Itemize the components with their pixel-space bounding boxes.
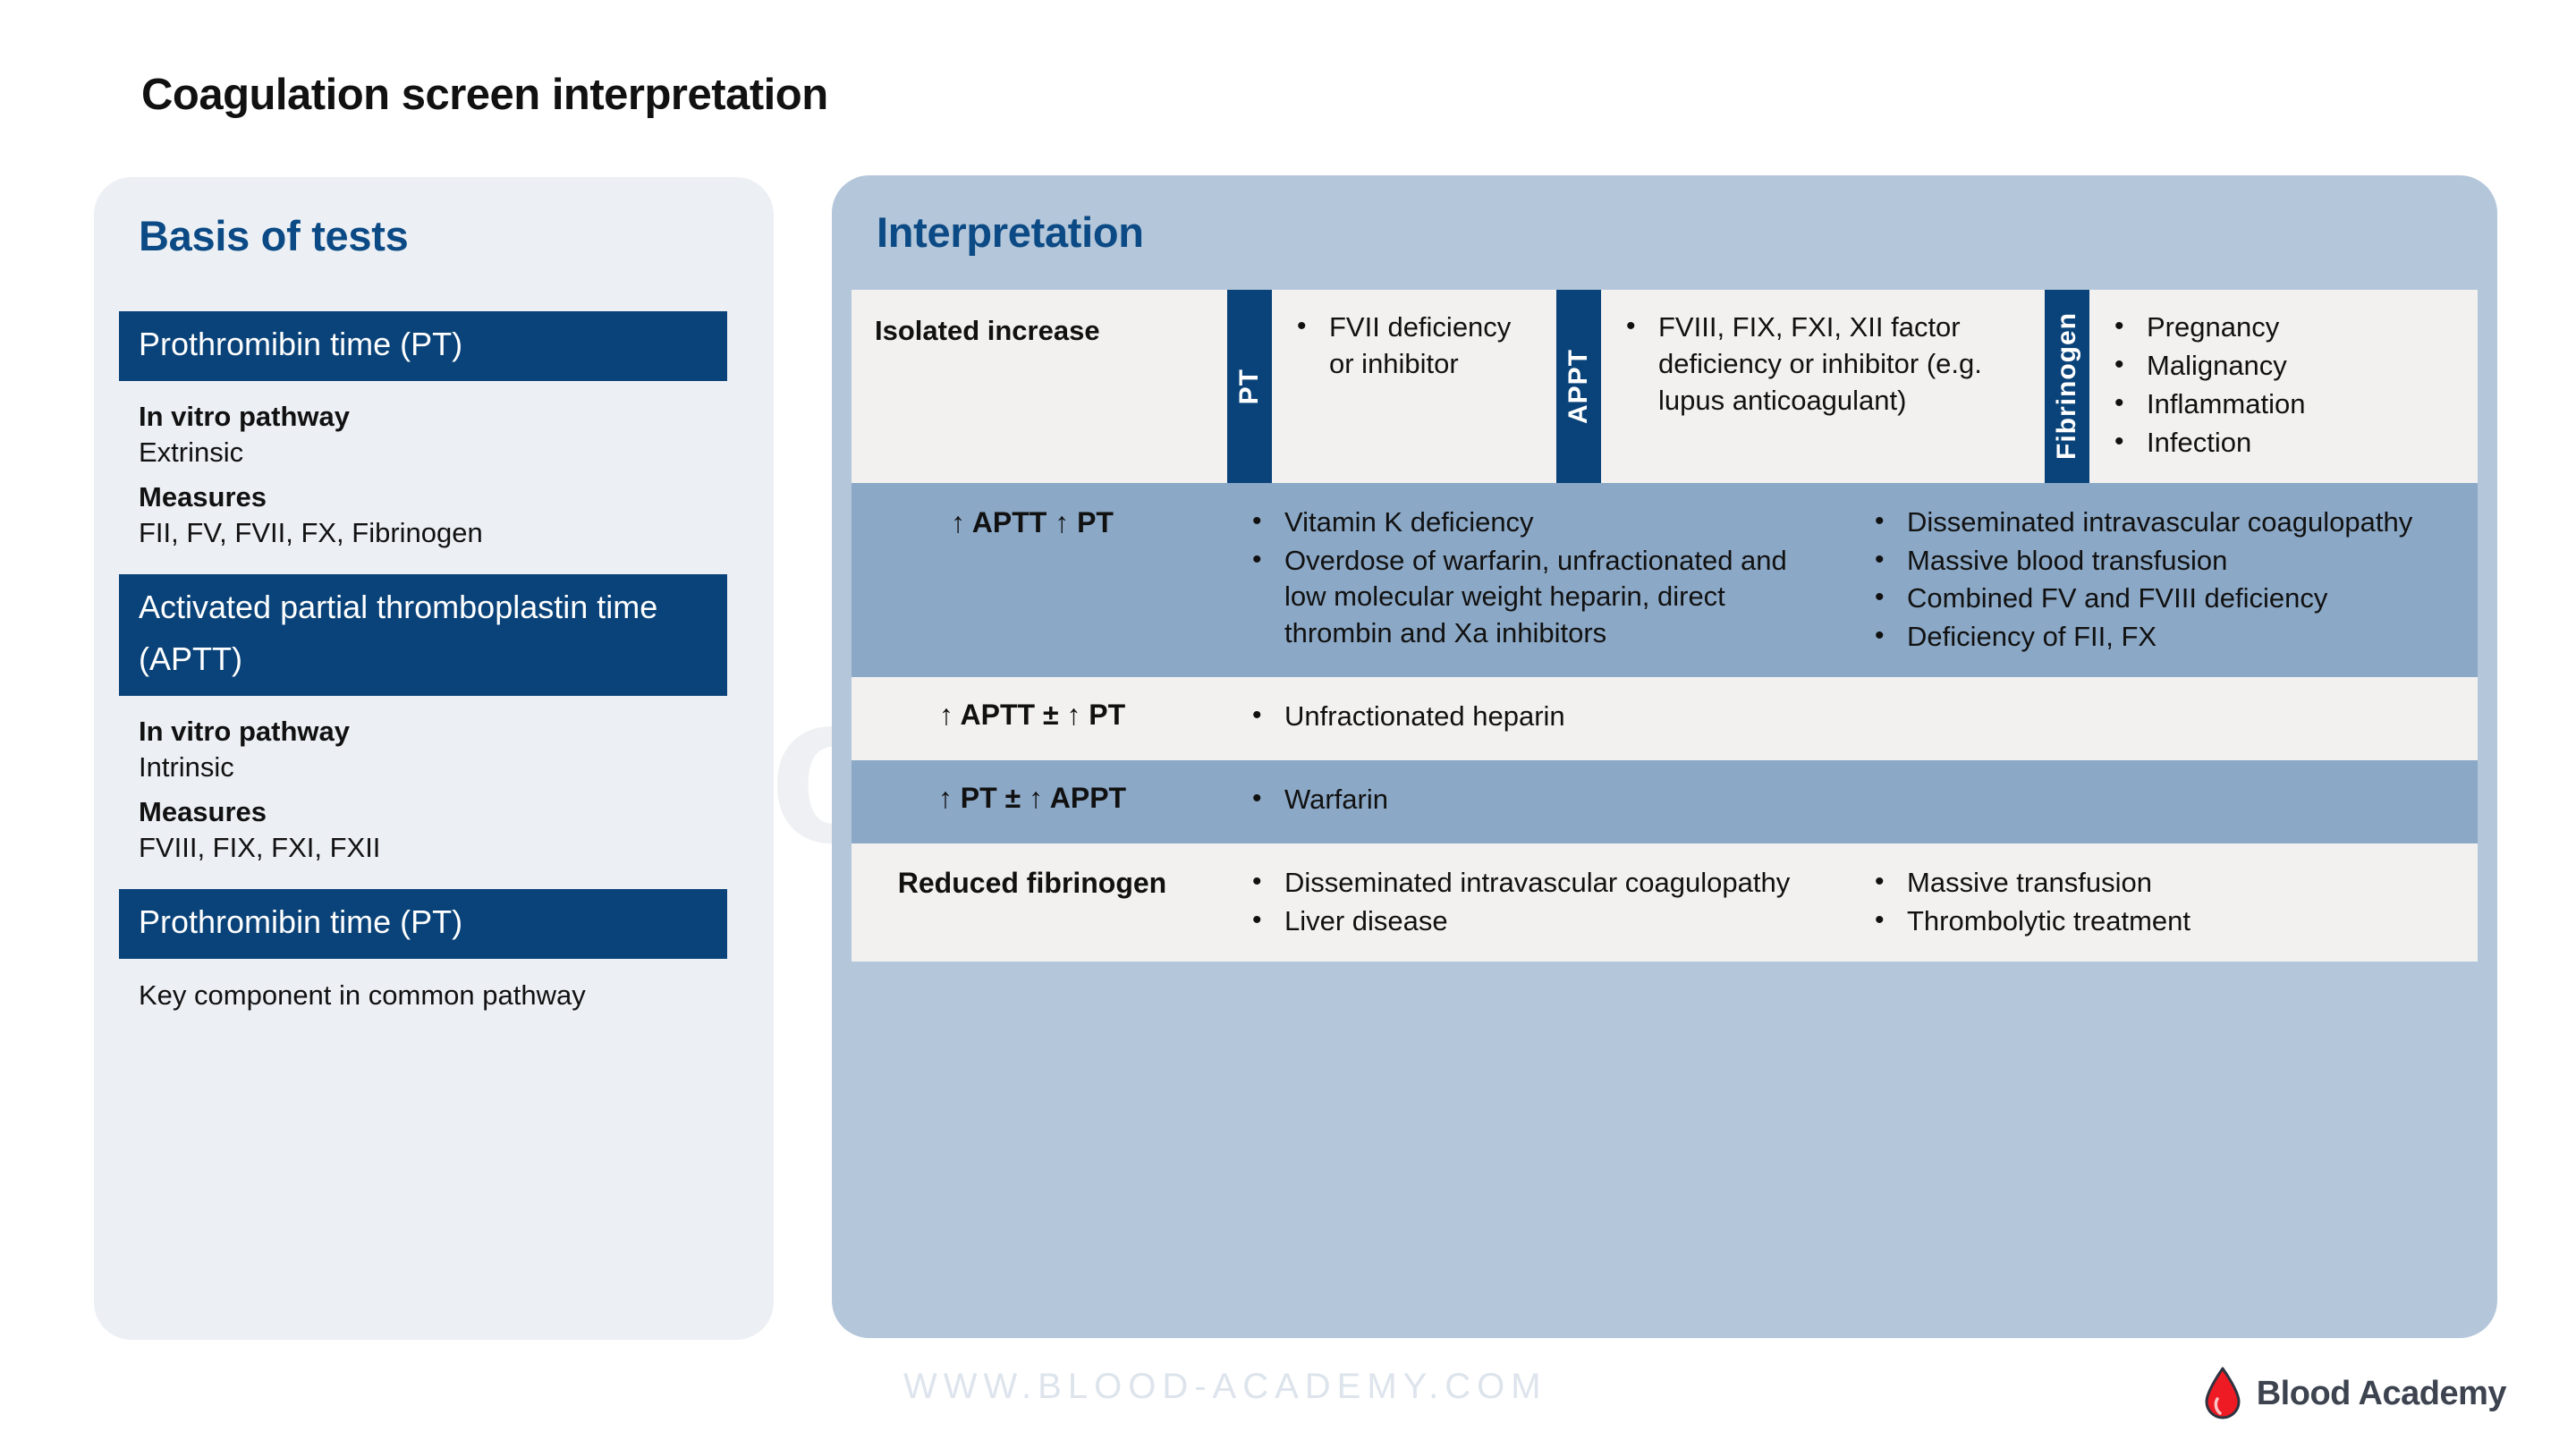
cell-fibrinogen-items: Pregnancy Malignancy Inflammation Infect…: [2089, 290, 2478, 483]
blood-drop-icon: [2205, 1367, 2241, 1419]
basis-card-pt: Prothromibin time (PT) In vitro pathway …: [119, 311, 749, 551]
list-item: Warfarin: [1247, 781, 1823, 818]
list-item: FVII deficiency or inhibitor: [1292, 309, 1540, 383]
interpretation-panel: Interpretation Isolated increase PT FVII…: [832, 175, 2497, 1338]
bullet-list: Unfractionated heparin: [1247, 698, 1823, 735]
table-row-isolated-increase: Isolated increase PT FVII deficiency or …: [852, 290, 2478, 483]
footer-logo: Blood Academy: [2203, 1367, 2507, 1420]
basis-card-list: Prothromibin time (PT) In vitro pathway …: [119, 311, 749, 1038]
basis-card-body: Key component in common pathway: [119, 959, 749, 1015]
basis-card-pt-common: Prothromibin time (PT) Key component in …: [119, 888, 749, 1015]
list-item: Liver disease: [1247, 902, 1823, 940]
basis-card-body: In vitro pathway Extrinsic Measures FII,…: [119, 381, 749, 551]
bullet-list: FVIII, FIX, FXI, XII factor deficiency o…: [1621, 309, 2029, 419]
row-col-a: Warfarin: [1227, 760, 1844, 843]
row-col-b: Massive transfusion Thrombolytic treatme…: [1844, 843, 2478, 962]
list-item: Thrombolytic treatment: [1869, 902, 2456, 940]
list-item: Disseminated intravascular coagulopathy: [1247, 864, 1823, 902]
vertical-tab-label: Fibrinogen: [2052, 312, 2081, 461]
page-title: Coagulation screen interpretation: [141, 71, 828, 119]
vertical-tab-pt: PT: [1227, 290, 1272, 483]
bullet-list: Disseminated intravascular coagulopathy …: [1247, 864, 1823, 940]
row-label: ↑ APTT ↑ PT: [951, 505, 1114, 538]
footer-logo-text: Blood Academy: [2256, 1374, 2507, 1412]
list-item: Massive blood transfusion: [1869, 542, 2456, 580]
row-col-a: Disseminated intravascular coagulopathy …: [1227, 843, 1844, 962]
field-label: In vitro pathway: [139, 715, 350, 747]
row-label: Reduced fibrinogen: [897, 867, 1167, 900]
list-item: Massive transfusion: [1869, 864, 2456, 902]
basis-card-aptt: Activated partial thromboplastin time (A…: [119, 573, 749, 866]
basis-heading: Basis of tests: [139, 212, 409, 259]
basis-card-note: Key component in common pathway: [139, 979, 586, 1011]
list-item: Infection: [2109, 424, 2462, 462]
bullet-list: Disseminated intravascular coagulopathy …: [1869, 504, 2456, 657]
row-label: ↑ PT ± ↑ APPT: [937, 782, 1127, 815]
list-item: Disseminated intravascular coagulopathy: [1869, 504, 2456, 541]
field-value: FVIII, FIX, FXI, FXII: [139, 831, 381, 863]
field-label: Measures: [139, 480, 267, 513]
basis-card-body: In vitro pathway Intrinsic Measures FVII…: [119, 696, 749, 866]
interpretation-heading: Interpretation: [877, 208, 1144, 256]
field-value: Extrinsic: [139, 436, 244, 468]
row-col-b: Disseminated intravascular coagulopathy …: [1844, 483, 2478, 678]
row-col-b: [1844, 677, 2478, 760]
bullet-list: Massive transfusion Thrombolytic treatme…: [1869, 864, 2456, 940]
vertical-tab-label: APPT: [1563, 348, 1593, 424]
basis-of-tests-panel: Basis of tests Prothromibin time (PT) In…: [94, 177, 774, 1340]
table-row: Reduced fibrinogen Disseminated intravas…: [852, 843, 2478, 962]
cell-pt-items: FVII deficiency or inhibitor: [1272, 290, 1556, 483]
list-item: Combined FV and FVIII deficiency: [1869, 580, 2456, 617]
row-col-a: Unfractionated heparin: [1227, 677, 1844, 760]
list-item: Overdose of warfarin, unfractionated and…: [1247, 542, 1823, 653]
vertical-tab-fibrinogen: Fibrinogen: [2045, 290, 2089, 483]
list-item: Malignancy: [2109, 347, 2462, 385]
list-item: FVIII, FIX, FXI, XII factor deficiency o…: [1621, 309, 2029, 419]
bullet-list: Vitamin K deficiency Overdose of warfari…: [1247, 504, 1823, 653]
table-row: ↑ APTT ± ↑ PT Unfractionated heparin: [852, 677, 2478, 761]
table-row: ↑ PT ± ↑ APPT Warfarin: [852, 760, 2478, 844]
list-item: Pregnancy: [2109, 309, 2462, 346]
field-label: Measures: [139, 795, 267, 827]
field-value: FII, FV, FVII, FX, Fibrinogen: [139, 516, 483, 548]
table-row: ↑ APTT ↑ PT Vitamin K deficiency Overdos…: [852, 482, 2478, 678]
field-label: In vitro pathway: [139, 401, 350, 432]
vertical-tab-appt: APPT: [1556, 290, 1601, 483]
basis-card-header: Prothromibin time (PT): [119, 311, 727, 381]
footer-url-watermark: WWW.BLOOD-ACADEMY.COM: [903, 1367, 1547, 1406]
cell-appt-items: FVIII, FIX, FXI, XII factor deficiency o…: [1601, 290, 2045, 483]
list-item: Deficiency of FII, FX: [1869, 618, 2456, 656]
row-label: Isolated increase: [875, 315, 1100, 346]
basis-card-header: Activated partial thromboplastin time (A…: [119, 573, 727, 696]
bullet-list: Pregnancy Malignancy Inflammation Infect…: [2109, 309, 2462, 462]
field-value: Intrinsic: [139, 750, 234, 783]
interpretation-table: Isolated increase PT FVII deficiency or …: [852, 290, 2478, 962]
bullet-list: FVII deficiency or inhibitor: [1292, 309, 1540, 383]
list-item: Unfractionated heparin: [1247, 698, 1823, 735]
list-item: Inflammation: [2109, 386, 2462, 423]
row-col-a: Vitamin K deficiency Overdose of warfari…: [1227, 483, 1844, 678]
vertical-tab-label: PT: [1234, 368, 1264, 404]
bullet-list: Warfarin: [1247, 781, 1823, 818]
row-col-b: [1844, 760, 2478, 843]
basis-card-header: Prothromibin time (PT): [119, 888, 727, 959]
list-item: Vitamin K deficiency: [1247, 504, 1823, 541]
row-label: ↑ APTT ± ↑ PT: [938, 699, 1126, 732]
